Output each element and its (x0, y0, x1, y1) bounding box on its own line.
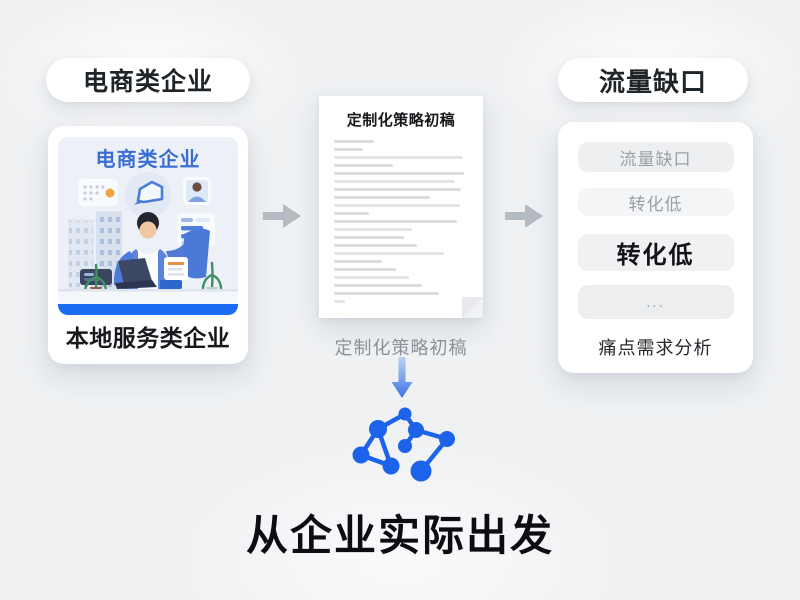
dashboard-widget-icon (78, 179, 118, 206)
right-arrow-icon (505, 204, 543, 228)
pain-points-caption: 痛点需求分析 (598, 338, 713, 358)
plant-right-icon (201, 261, 223, 290)
office-illustration-frame: 电商类企业 (58, 137, 238, 315)
blue-box-icon (160, 280, 182, 289)
document-caption: 定制化策略初稿 (334, 338, 468, 358)
pain-point-label: 流量缺口 (619, 149, 692, 169)
down-arrow-icon (391, 357, 413, 398)
notes-card-icon (164, 257, 188, 280)
pain-point-item: 转化低 (577, 188, 734, 216)
document-title: 定制化策略初稿 (346, 112, 456, 129)
house-bubble-icon (125, 172, 171, 218)
pain-point-item: 流量缺口 (577, 142, 734, 172)
traffic-gap-badge: 流量缺口 (558, 58, 748, 102)
office-worker-illustration (58, 137, 238, 315)
desk-blue-bar (58, 304, 238, 315)
traffic-gap-badge-label: 流量缺口 (598, 66, 707, 97)
desk-front (58, 291, 238, 305)
strategy-document: 定制化策略初稿 (319, 96, 483, 318)
ecommerce-badge: 电商类企业 (46, 58, 250, 102)
enterprise-card: 电商类企业 (48, 126, 248, 364)
avatar-card-icon (183, 177, 211, 205)
bottom-headline: 从企业实际出发 (245, 512, 554, 559)
sail-chart-icon (183, 228, 210, 279)
pain-point-label: ... (646, 293, 665, 311)
desk-edge (58, 289, 238, 292)
right-arrow-icon (263, 204, 301, 228)
plant-left-icon (83, 263, 108, 292)
pain-point-item-emphasized: 转化低 (577, 234, 734, 271)
pain-point-item: ... (577, 285, 734, 319)
network-graph-icon (352, 407, 455, 482)
ecommerce-badge-label: 电商类企业 (82, 68, 213, 96)
pain-point-label: 转化低 (616, 242, 695, 269)
doc-body-lines (334, 140, 468, 308)
pain-point-label: 转化低 (628, 194, 683, 214)
laptop-icon (115, 258, 157, 289)
enterprise-card-caption: 本地服务类企业 (65, 325, 231, 351)
pain-points-card: 流量缺口 转化低 转化低 ... 痛点需求分析 (558, 122, 753, 373)
orange-dot-icon (105, 188, 115, 198)
illustration-title: 电商类企业 (95, 149, 201, 171)
